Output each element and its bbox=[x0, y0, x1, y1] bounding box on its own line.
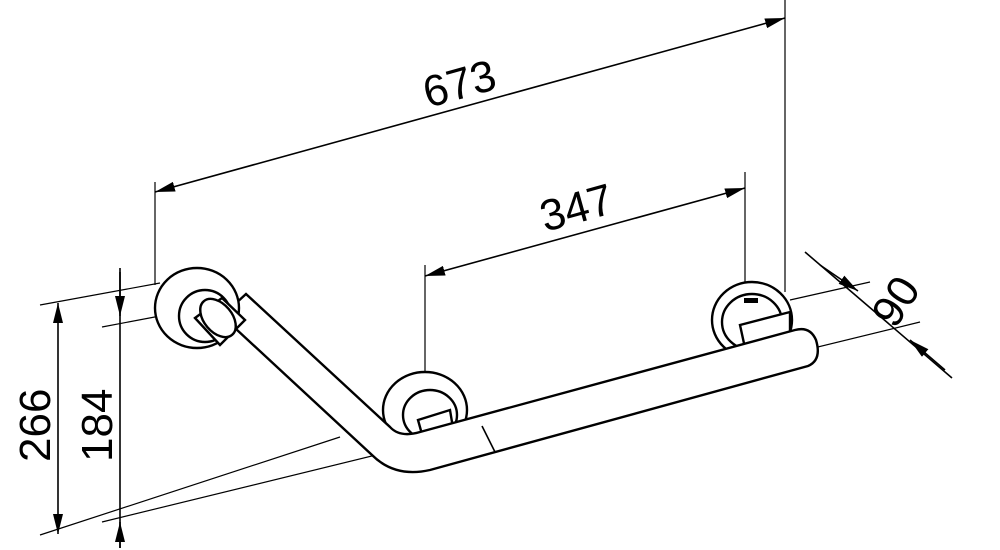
dimension-label-347: 347 bbox=[535, 175, 619, 242]
dimension-347: 347 bbox=[424, 175, 746, 277]
bar-tube bbox=[220, 292, 819, 474]
dimension-label-90: 90 bbox=[862, 268, 930, 336]
dimension-label-184: 184 bbox=[73, 389, 122, 462]
dimension-label-673: 673 bbox=[418, 51, 502, 118]
dimension-184: 184 bbox=[73, 268, 125, 548]
dimension-label-266: 266 bbox=[11, 389, 60, 462]
dimension-266: 266 bbox=[11, 303, 63, 534]
dimension-90: 90 bbox=[804, 251, 953, 379]
dimension-673: 673 bbox=[154, 17, 786, 193]
grab-bar bbox=[153, 266, 819, 474]
